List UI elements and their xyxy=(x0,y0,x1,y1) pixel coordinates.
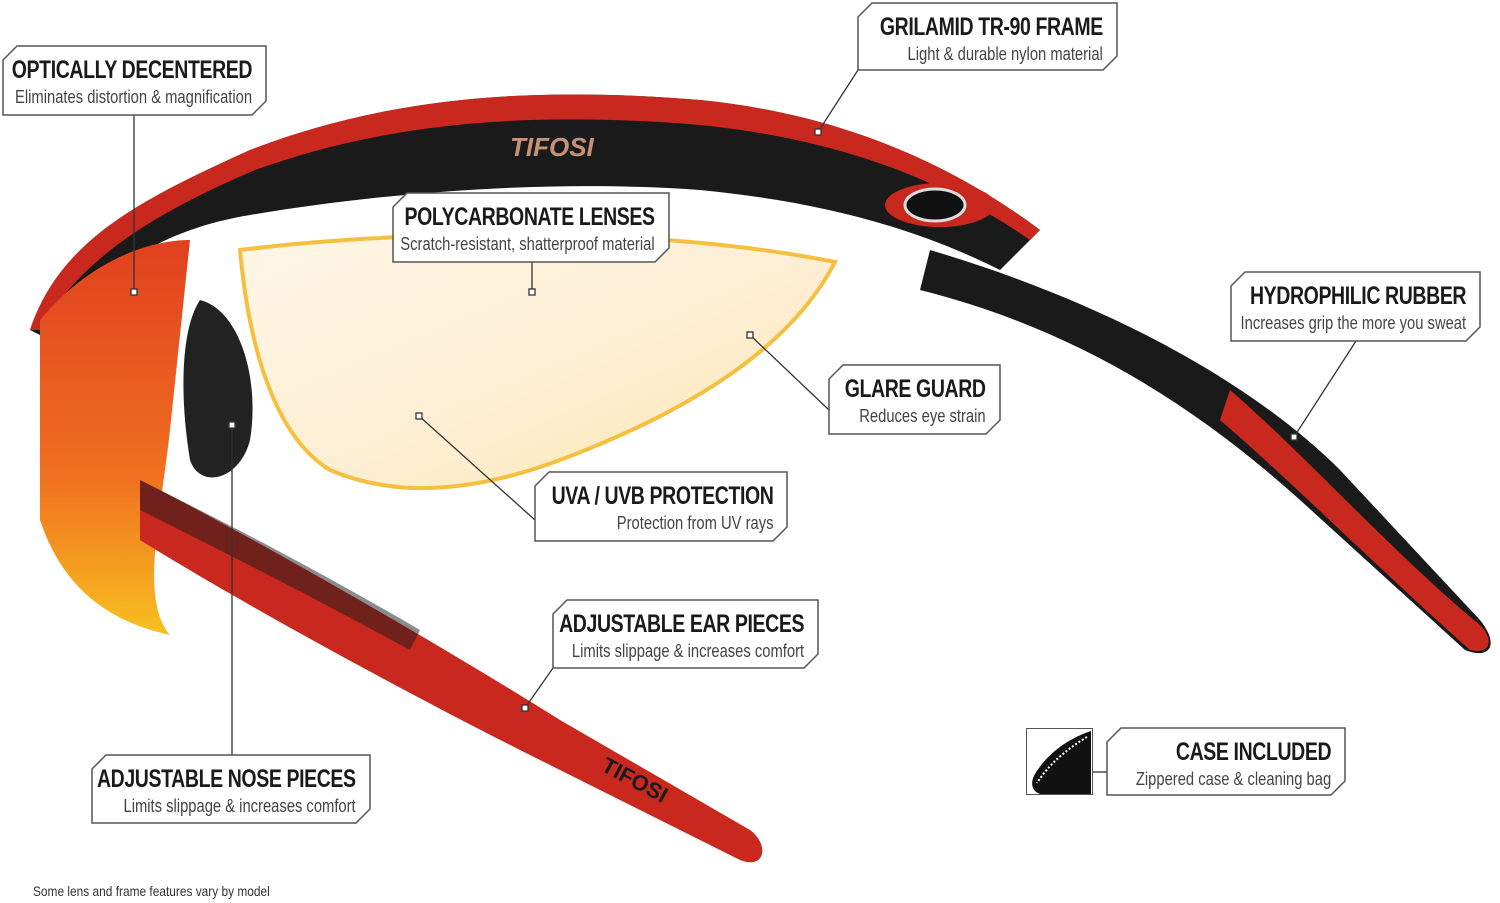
footnote: Some lens and frame features vary by mod… xyxy=(33,883,270,899)
callout-title: CASE INCLUDED xyxy=(1175,738,1332,766)
callout-subtitle: Limits slippage & increases comfort xyxy=(123,796,356,816)
callout-border xyxy=(2,45,267,116)
top-frame-red xyxy=(30,94,1040,330)
callout-border xyxy=(534,471,788,542)
callout-border xyxy=(1230,271,1481,342)
callout-border xyxy=(91,754,371,824)
main-lens xyxy=(237,232,838,491)
callout-title: GLARE GUARD xyxy=(845,375,986,403)
callout-title: POLYCARBONATE LENSES xyxy=(404,203,655,231)
callout-title: OPTICALLY DECENTERED xyxy=(11,56,253,84)
callout-case-included: CASE INCLUDED Zippered case & cleaning ba… xyxy=(1106,727,1346,796)
callout-subtitle: Increases grip the more you sweat xyxy=(1240,313,1466,333)
callout-subtitle: Limits slippage & increases comfort xyxy=(571,641,804,661)
callout-border xyxy=(828,364,1001,435)
callout-border xyxy=(1106,727,1346,796)
callout-uv-protection: UVA / UVB PROTECTION Protection from UV r… xyxy=(534,471,788,542)
callout-optically-decentered: OPTICALLY DECENTERED Eliminates distortio… xyxy=(2,45,267,116)
nose-pad xyxy=(183,300,253,478)
callout-polycarbonate-lenses: POLYCARBONATE LENSES Scratch-resistant, s… xyxy=(392,192,670,263)
callout-border xyxy=(857,2,1118,71)
left-lens xyxy=(40,240,190,635)
right-temple-rubber xyxy=(1220,390,1489,651)
callout-subtitle: Protection from UV rays xyxy=(616,513,773,533)
lens-logo: TIFOSI xyxy=(510,132,595,162)
callout-ear-pieces: ADJUSTABLE EAR PIECES Limits slippage & i… xyxy=(552,599,819,669)
callout-title: HYDROPHILIC RUBBER xyxy=(1249,282,1467,310)
callout-border xyxy=(552,599,819,669)
callout-border xyxy=(392,192,670,263)
callout-title: ADJUSTABLE EAR PIECES xyxy=(559,610,804,638)
callout-title: ADJUSTABLE NOSE PIECES xyxy=(97,765,356,793)
callout-subtitle: Light & durable nylon material xyxy=(907,44,1103,64)
callout-hydrophilic-rubber: HYDROPHILIC RUBBER Increases grip the mor… xyxy=(1230,271,1481,342)
callout-subtitle: Zippered case & cleaning bag xyxy=(1135,769,1331,789)
case-icon xyxy=(1026,728,1093,795)
callout-subtitle: Scratch-resistant, shatterproof material xyxy=(400,234,655,254)
callout-grilamid-frame: GRILAMID TR-90 FRAME Light & durable nylo… xyxy=(857,2,1118,71)
callout-subtitle: Eliminates distortion & magnification xyxy=(14,87,252,107)
callout-subtitle: Reduces eye strain xyxy=(859,406,986,426)
callout-title: GRILAMID TR-90 FRAME xyxy=(880,13,1103,41)
callout-glare-guard: GLARE GUARD Reduces eye strain xyxy=(828,364,1001,435)
callout-title: UVA / UVB PROTECTION xyxy=(551,482,773,510)
callout-connectors xyxy=(130,69,1357,773)
callout-nose-pieces: ADJUSTABLE NOSE PIECES Limits slippage & … xyxy=(91,754,371,824)
